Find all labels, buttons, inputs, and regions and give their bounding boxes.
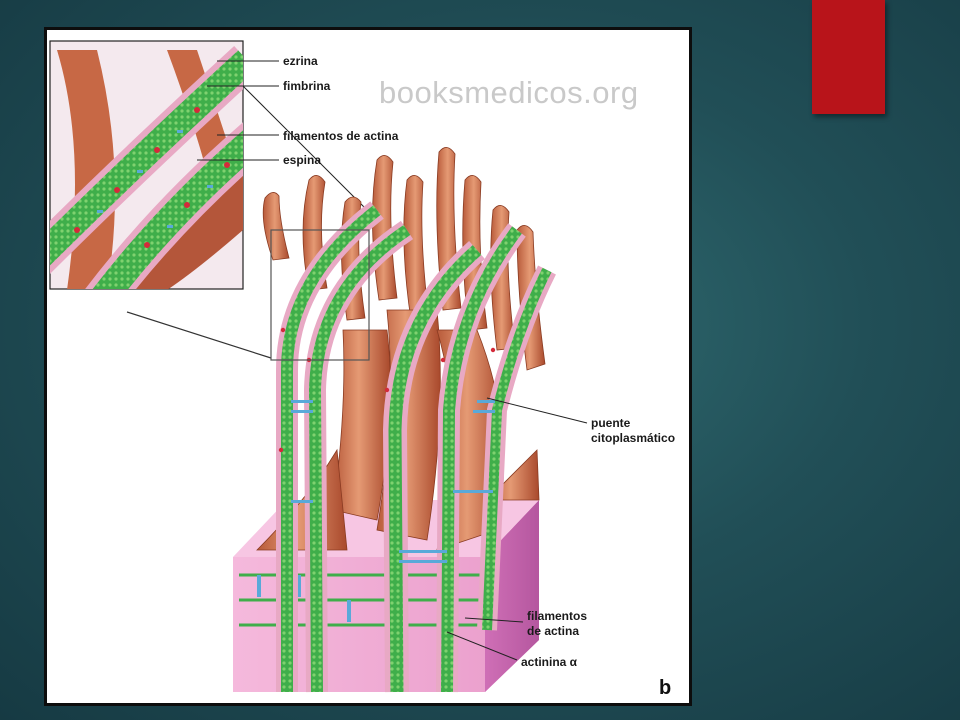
stereocilia-diagram: booksmedicos.org (49, 40, 675, 699)
label-ezrina: ezrina (283, 54, 318, 68)
detail-selection-box (270, 229, 370, 361)
label-espina: espina (283, 153, 321, 167)
label-leader-lines (446, 397, 588, 661)
panel-letter: b (659, 677, 671, 699)
figure-frame: booksmedicos.org (44, 27, 692, 706)
label-filamentos-actina-top: filamentos de actina (283, 129, 399, 143)
zoom-connector-line (126, 311, 272, 359)
label-fimbrina: fimbrina (283, 79, 331, 93)
label-actinina: actinina α (521, 655, 578, 669)
actin-core-stereocilia (276, 201, 556, 693)
inset-zoom-panel (49, 40, 388, 290)
slide-accent-bar (812, 0, 885, 114)
watermark-text: booksmedicos.org (379, 75, 639, 110)
label-puente-line2: citoplasmático (591, 431, 675, 445)
label-puente-line1: puente (591, 416, 631, 430)
label-filamentos-bottom-line2: de actina (527, 624, 579, 638)
label-filamentos-bottom-line1: filamentos (527, 609, 587, 623)
